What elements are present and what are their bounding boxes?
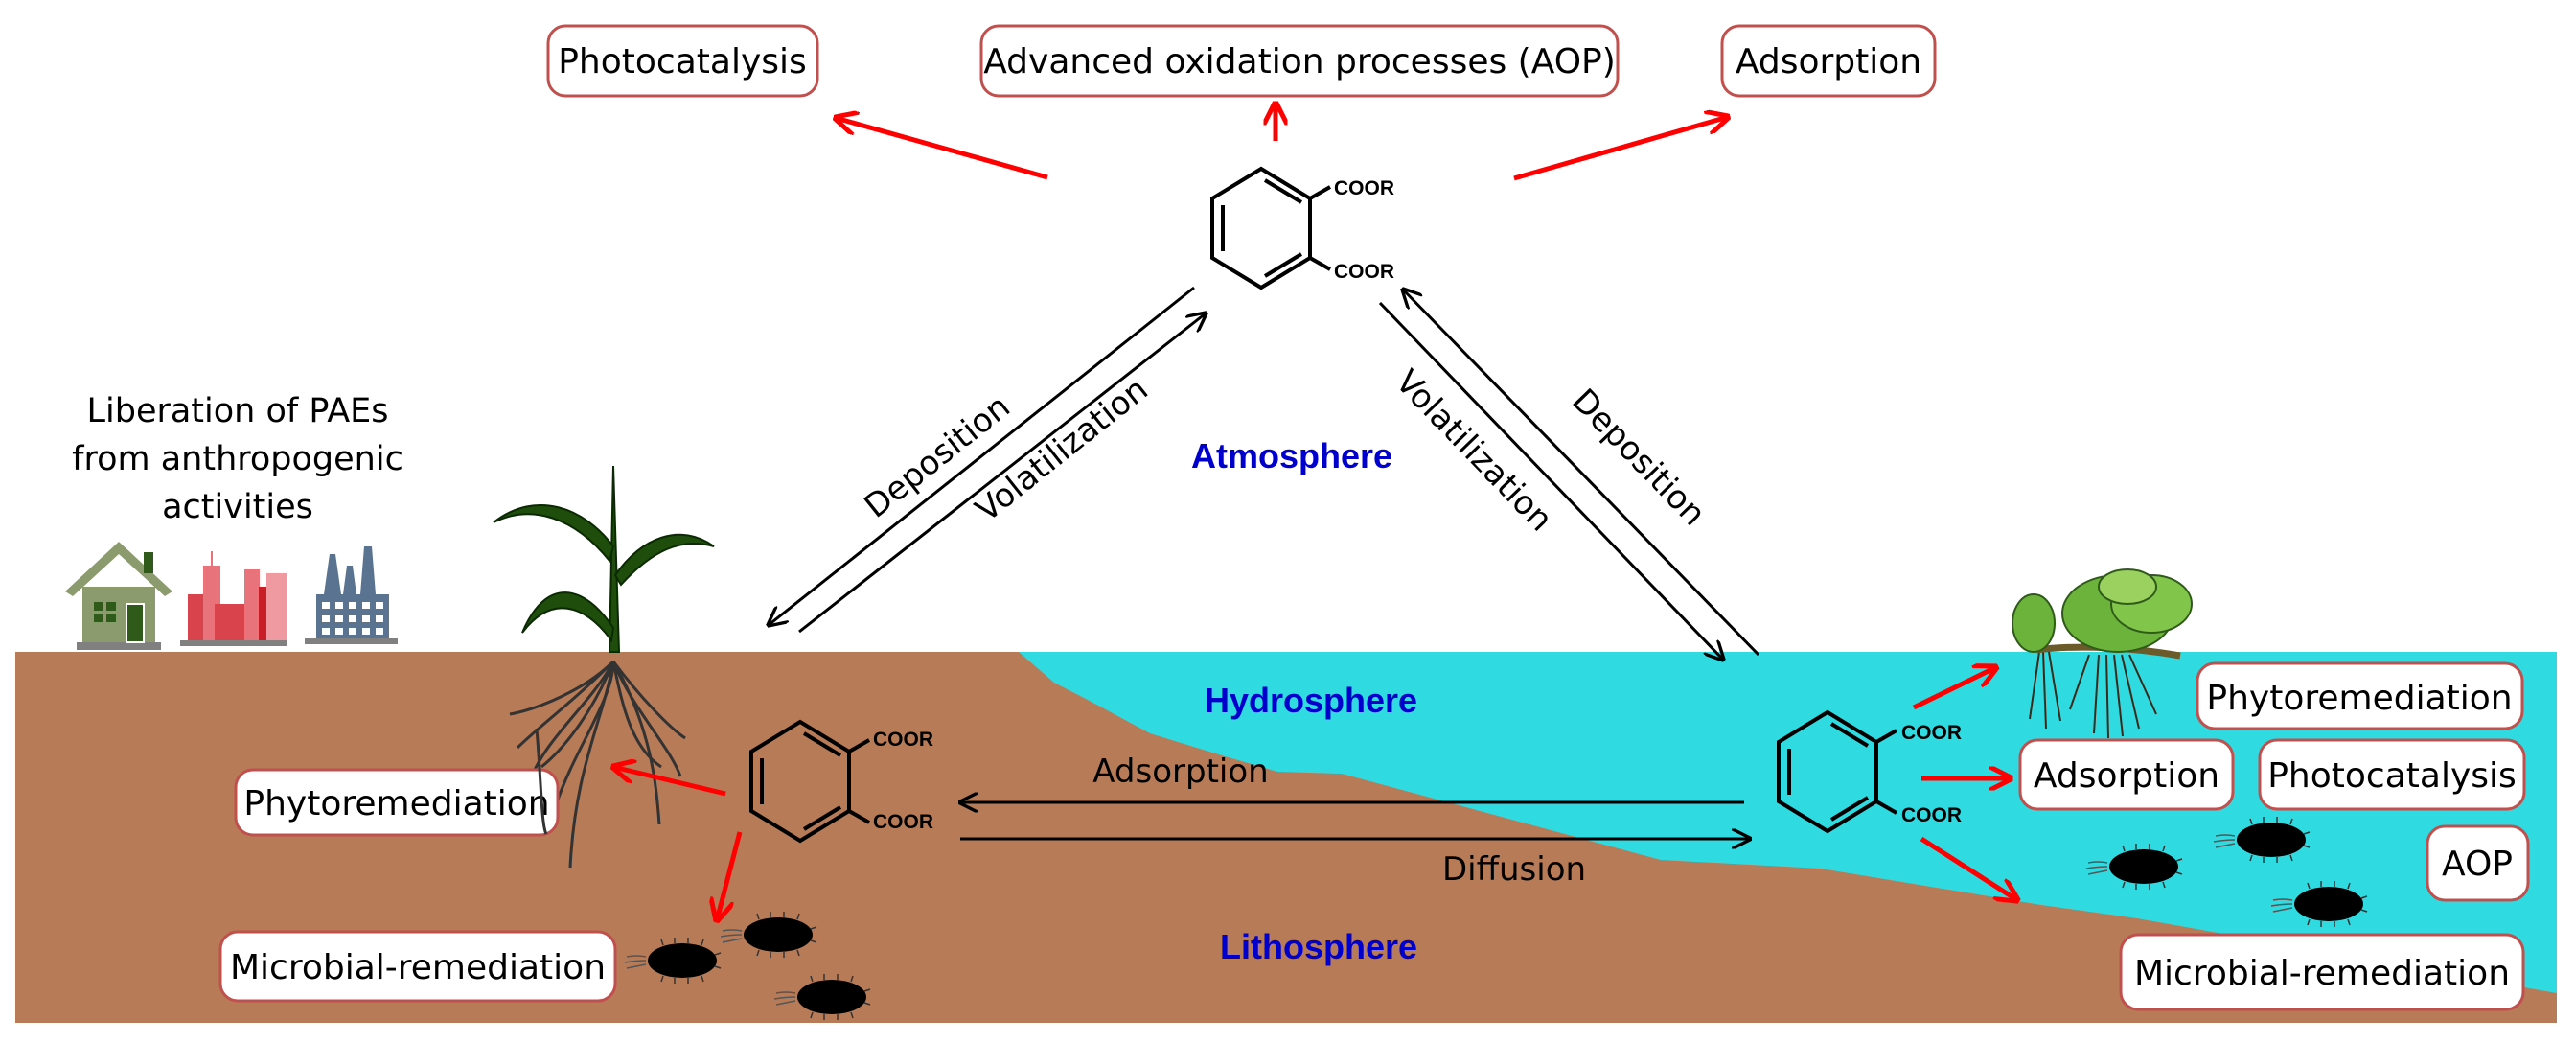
city-buildings-icon (180, 551, 288, 646)
arrow-to-adsorption (1513, 117, 1728, 181)
coor-label: COOR (1901, 804, 1962, 826)
soil-phthalate-molecule: COOR COOR (749, 720, 933, 843)
treatment-label: Photocatalysis (558, 42, 807, 81)
maize-plant-icon (493, 465, 715, 869)
water-treatment-phytoremediation: Phytoremediation (2196, 661, 2524, 730)
hydrosphere-water (1019, 652, 2557, 993)
water-treatment-microbial: Microbial-remediation (2119, 933, 2525, 1011)
label-volatilization-right: Volatilization (1388, 362, 1560, 539)
arrow-water-to-phytoremediation (1912, 667, 1996, 710)
treatment-label: Phytoremediation (2206, 679, 2512, 718)
atmosphere-treatment-aop: Advanced oxidation processes (AOP) (979, 24, 1620, 98)
arrow-volatilization-right (1378, 301, 1723, 660)
water-phthalate-molecule: COOR COOR (1777, 710, 1962, 833)
factory-icon (305, 546, 398, 644)
arrow-soil-to-microbial (717, 831, 743, 920)
treatment-label: Phytoremediation (243, 784, 549, 823)
label-deposition-right: Deposition (1564, 382, 1713, 534)
coor-label: COOR (1901, 722, 1962, 744)
arrow-soil-to-phytoremediation (613, 767, 726, 797)
soil-treatment-phytoremediation: Phytoremediation (234, 768, 560, 837)
water-treatment-aop: AOP (2426, 824, 2530, 902)
intro-line-1: Liberation of PAEs (87, 392, 389, 430)
label-adsorption-soil-water: Adsorption (1092, 753, 1268, 791)
treatment-label: Adsorption (1736, 42, 1921, 81)
coor-label: COOR (1334, 261, 1394, 283)
atmosphere-treatment-photocatalysis: Photocatalysis (546, 24, 819, 98)
coor-label: COOR (873, 729, 933, 751)
atmosphere-treatment-adsorption: Adsorption (1720, 24, 1937, 98)
water-treatment-adsorption: Adsorption (2018, 738, 2235, 811)
treatment-label: Advanced oxidation processes (AOP) (983, 42, 1616, 81)
house-icon (65, 542, 172, 650)
soil-treatment-microbial: Microbial-remediation (218, 930, 617, 1003)
treatment-label: Photocatalysis (2267, 756, 2517, 796)
treatment-label: Microbial-remediation (230, 948, 606, 987)
coor-label: COOR (873, 811, 933, 833)
treatment-label: Microbial-remediation (2134, 954, 2510, 993)
treatment-label: Adsorption (2034, 756, 2220, 796)
hydrosphere-label: Hydrosphere (1205, 681, 1417, 720)
atmosphere-phthalate-molecule: COOR COOR (1210, 167, 1394, 290)
arrow-deposition-left (769, 286, 1195, 625)
treatment-label: AOP (2442, 845, 2513, 884)
arrow-water-to-microbial (1920, 836, 2017, 900)
label-diffusion-soil-water: Diffusion (1442, 850, 1586, 889)
plant-root-icon (535, 728, 548, 835)
arrow-to-photocatalysis (836, 118, 1048, 180)
water-lettuce-icon (2012, 568, 2193, 739)
lithosphere-label: Lithosphere (1220, 927, 1417, 966)
arrow-volatilization-left (798, 313, 1206, 634)
atmosphere-label: Atmosphere (1191, 436, 1392, 475)
arrow-deposition-right (1403, 290, 1760, 657)
intro-line-3: activities (162, 488, 313, 526)
coor-label: COOR (1334, 177, 1394, 199)
intro-line-2: from anthropogenic (72, 440, 403, 478)
water-treatment-photocatalysis: Photocatalysis (2258, 738, 2526, 811)
